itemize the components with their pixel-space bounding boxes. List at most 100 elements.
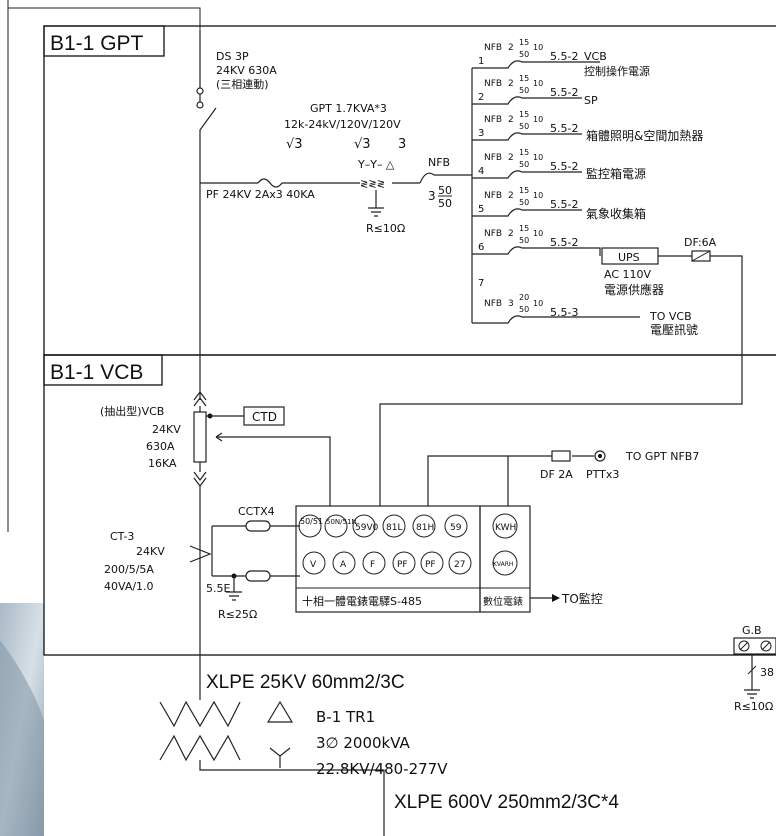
ups-to-relay-line: [379, 255, 743, 506]
cable-out-label: XLPE 600V 250mm2/3C*4: [394, 792, 619, 813]
svg-text:2: 2: [508, 115, 514, 125]
ups-ac-label: AC 110V: [604, 268, 652, 281]
trip-line: [216, 436, 331, 506]
svg-text:15: 15: [519, 74, 529, 83]
pf-fuse-symbol: [257, 178, 283, 188]
svg-text:PF: PF: [397, 560, 408, 570]
kwh-meter: KWH: [495, 523, 516, 533]
svg-text:15: 15: [519, 38, 529, 47]
svg-text:10: 10: [533, 299, 543, 308]
branch-6: 6 NFB 2 15 50 10 5.5-2: [472, 224, 601, 256]
branch-7: 7 NFB 3 20 50 10 5.5-3 TO VCB 電壓訊號: [472, 278, 698, 337]
cctx-label: CCTX4: [238, 505, 275, 518]
gb-label: G.B: [742, 624, 762, 637]
svg-text:50: 50: [519, 122, 529, 131]
ct-symbol: [189, 545, 212, 563]
wye-symbol: [269, 747, 291, 768]
svg-text:F: F: [370, 560, 375, 570]
pf-label: PF 24KV 2Ax3 40KA: [206, 188, 315, 201]
svg-text:50/51: 50/51: [300, 517, 323, 526]
ct-label-2: 24KV: [136, 545, 165, 558]
ds-label-1: DS 3P: [216, 50, 249, 63]
svg-text:箱體照明&空間加熱器: 箱體照明&空間加熱器: [586, 128, 703, 143]
to-gpt-label: TO GPT NFB7: [625, 450, 699, 463]
gpt-voltage: 12k-24kV/120V/120V: [284, 118, 401, 131]
svg-text:NFB: NFB: [484, 43, 502, 53]
ups-psu-label: 電源供應器: [604, 282, 664, 297]
branch-4: 4 NFB 2 15 50 10 5.5-2 監控箱電源: [472, 148, 646, 181]
ups-label: UPS: [618, 251, 640, 264]
svg-text:50: 50: [519, 198, 529, 207]
ds-label-2: 24KV 630A: [216, 64, 277, 77]
branch-2: 2 NFB 2 15 50 10 5.5-2 SP: [472, 74, 598, 107]
svg-text:50: 50: [519, 50, 529, 59]
svg-text:NFB: NFB: [484, 79, 502, 89]
ds-label-3: (三相連動): [216, 77, 269, 91]
svg-text:5.5-2: 5.5-2: [550, 50, 578, 63]
svg-text:1: 1: [478, 56, 484, 67]
gpt-sqrt-1: √3: [286, 137, 303, 152]
incoming-feeder-line: [8, 7, 201, 30]
svg-text:15: 15: [519, 148, 529, 157]
svg-text:15: 15: [519, 186, 529, 195]
df6a-label: DF:6A: [684, 236, 717, 249]
to-monitor-label: TO監控: [561, 591, 603, 606]
main-nfb-poles: 3: [428, 189, 436, 203]
svg-text:5.5-2: 5.5-2: [550, 198, 578, 211]
gpt-sqrt-3: 3: [398, 137, 406, 152]
ctd-box: [243, 406, 285, 426]
svg-text:2: 2: [508, 79, 514, 89]
svg-text:50: 50: [519, 305, 529, 314]
main-nfb-label: NFB: [428, 156, 450, 169]
svg-text:10: 10: [533, 153, 543, 162]
svg-text:VCB: VCB: [584, 50, 607, 63]
svg-text:NFB: NFB: [484, 191, 502, 201]
svg-text:PF: PF: [425, 560, 436, 570]
gpt-connection: Y–Y– △: [357, 158, 395, 171]
svg-text:電壓訊號: 電壓訊號: [650, 322, 698, 337]
gpt-ground-label: R≤10Ω: [366, 222, 405, 235]
tr-winding-secondary: [159, 734, 241, 762]
svg-text:6: 6: [478, 242, 484, 253]
svg-text:3: 3: [508, 299, 514, 309]
svg-text:5.5-2: 5.5-2: [550, 86, 578, 99]
meter-box: [479, 505, 531, 613]
main-nfb-bot: 50: [438, 197, 452, 210]
ptt-symbol: [594, 450, 606, 462]
branch-1: 1 NFB 2 15 50 10 5.5-2 VCB 控制操作電源: [472, 38, 650, 78]
ground-wire-label: 5.5E: [206, 582, 230, 595]
svg-text:7: 7: [478, 278, 484, 289]
svg-text:5.5-2: 5.5-2: [550, 160, 578, 173]
gpt-sqrt-2: √3: [354, 137, 371, 152]
svg-text:NFB: NFB: [484, 299, 502, 309]
vcb-panel-title: B1-1 VCB: [50, 361, 143, 384]
svg-text:TO VCB: TO VCB: [649, 310, 692, 323]
tr-rating: 3∅ 2000kVA: [316, 734, 411, 752]
cctx-symbol: [245, 520, 271, 532]
svg-text:V: V: [310, 560, 317, 570]
svg-text:10: 10: [533, 229, 543, 238]
svg-text:2: 2: [508, 191, 514, 201]
svg-text:59: 59: [450, 523, 462, 533]
df2a-fuse: [551, 450, 571, 462]
ground-bar: [733, 637, 776, 655]
svg-text:SP: SP: [584, 94, 598, 107]
gpt-panel: [43, 25, 776, 356]
svg-text:5.5-3: 5.5-3: [550, 306, 578, 319]
ptt-label: PTTx3: [586, 468, 619, 481]
svg-text:A: A: [340, 560, 347, 570]
svg-text:監控箱電源: 監控箱電源: [586, 166, 646, 181]
svg-text:15: 15: [519, 224, 529, 233]
relay-caption: 十相一體電錶電驛S-485: [302, 594, 422, 608]
svg-text:50N/51N: 50N/51N: [326, 518, 357, 526]
svg-text:控制操作電源: 控制操作電源: [584, 64, 650, 78]
ds-contact-top: [196, 87, 204, 95]
kvarh-meter: KVARH: [493, 561, 513, 568]
svg-text:5.5-2: 5.5-2: [550, 122, 578, 135]
delta-symbol: [266, 700, 294, 723]
vcb-label-1: (抽出型)VCB: [100, 404, 164, 418]
ct-label-1: CT-3: [110, 530, 134, 543]
gpt-rating: GPT 1.7KVA*3: [310, 102, 387, 115]
svg-text:5: 5: [478, 204, 484, 215]
tr-name: B-1 TR1: [316, 708, 375, 726]
